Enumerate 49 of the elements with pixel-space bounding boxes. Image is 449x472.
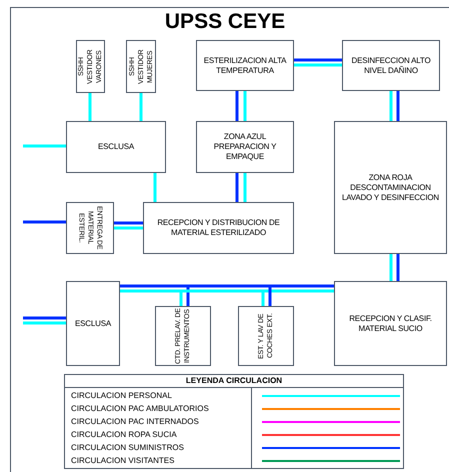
room-label: RECEPCION Y DISTRIBUCION DE MATERIAL ESTERILIZADO: [156, 218, 281, 238]
connector-line: [396, 254, 400, 281]
connector-line: [236, 173, 238, 202]
connector-line: [294, 64, 342, 66]
legend-label: CIRCULACION SUMINISTROS: [70, 442, 185, 454]
connector-line: [294, 58, 342, 62]
room-box: [155, 306, 211, 366]
connector-line: [23, 322, 66, 324]
connector-line: [244, 173, 246, 202]
connector-line: [23, 220, 66, 224]
room-label: DESINFECCION ALTO NIVEL DAÑINO: [350, 56, 432, 76]
connector-line: [23, 144, 66, 148]
room-box: [342, 40, 440, 91]
room-box: [76, 40, 105, 93]
room-box: [66, 281, 120, 366]
legend-label: CIRCULACION VISITANTES: [70, 455, 176, 467]
legend-label: CIRCULACION PAC INTERNADOS: [70, 416, 200, 428]
room-box: [196, 40, 294, 91]
legend-title: LEYENDA CIRCULACION: [65, 375, 403, 388]
room-label: ESTERILIZACION ALTA TEMPERATURA: [202, 56, 288, 76]
connector-line: [244, 91, 246, 121]
diagram-title: UPSS CEYE: [164, 10, 286, 34]
room-label: RECEPCION Y CLASIF. MATERIAL SUCIO: [348, 314, 433, 334]
connector-line: [140, 93, 142, 121]
legend-label: CIRCULACION PAC AMBULATORIOS: [70, 403, 210, 415]
room-box: [66, 121, 166, 173]
room-box: [126, 40, 156, 93]
connector-line: [114, 222, 143, 224]
connector-line: [390, 254, 392, 281]
legend-label: CIRCULACION ROPA SUCIA: [70, 429, 178, 441]
connector-line: [154, 173, 156, 202]
room-label: ZONA AZUL PREPARACION Y EMPAQUE: [212, 132, 278, 162]
connector-line: [390, 91, 392, 121]
room-box: [196, 121, 294, 173]
room-label: ZONA ROJA DESCONTAMINACION LAVADO Y DESINFECCION: [340, 172, 440, 202]
connector-line: [88, 93, 92, 121]
room-box: [66, 202, 114, 254]
connector-line: [23, 316, 66, 320]
room-box: [334, 281, 447, 366]
room-label: ESCLUSA: [75, 318, 111, 328]
legend-label: CIRCULACION PERSONAL: [70, 390, 173, 402]
room-box: [238, 306, 294, 366]
connector-line: [396, 91, 400, 121]
room-label: ESCLUSA: [98, 142, 134, 152]
connector-line: [120, 284, 272, 306]
room-box: [334, 121, 447, 254]
connector-line: [236, 91, 238, 121]
room-box: [143, 202, 294, 254]
connector-line: [114, 226, 143, 230]
